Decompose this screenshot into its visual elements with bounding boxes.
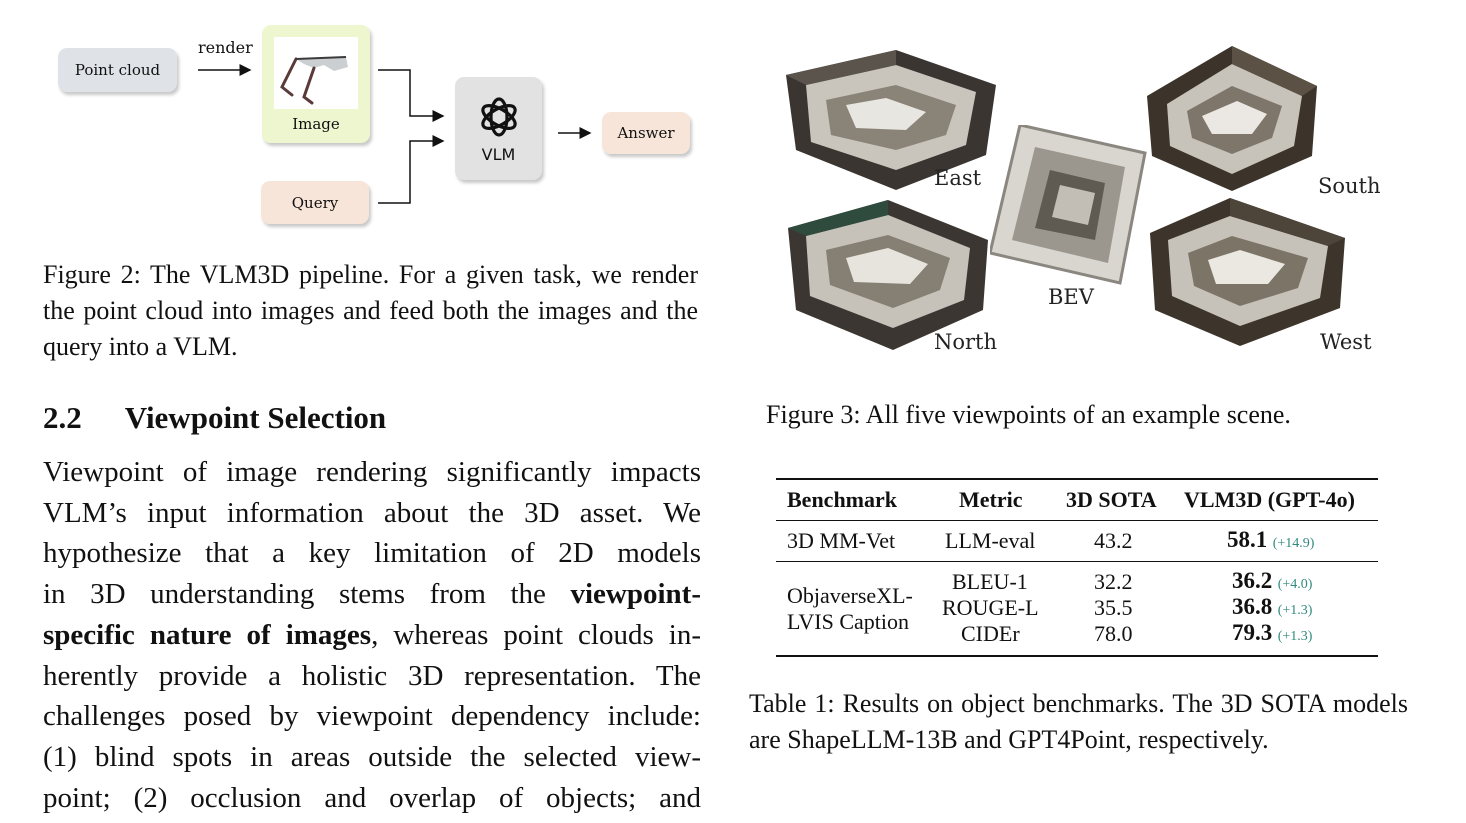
table-group-benchmark: ObjaverseXL- [787,583,913,608]
figure-2-caption: Figure 2: The VLM3D pipeline. For a give… [43,260,698,361]
body-line: Viewpoint of image rendering significant… [43,456,701,488]
table-mid-rule [776,561,1378,562]
vlm-score: 36.8 [1232,594,1273,619]
label-west: West [1320,330,1372,354]
vlm-delta: (+1.3) [1277,603,1313,618]
emphasis-text: specific nature of images [43,618,372,651]
openai-logo-icon [480,97,517,137]
label-north: North [934,330,998,354]
header-metric: Metric [959,487,1023,512]
table-row-vlm: 58.1 (+14.9) [1227,527,1314,553]
table-row-sota: 43.2 [1094,528,1133,553]
scene-west-image [1150,198,1345,346]
header-vlm3d: VLM3D (GPT-4o) [1184,487,1355,512]
scene-north-image [788,200,988,350]
image-label: Image [292,115,340,133]
table-group-benchmark: LVIS Caption [787,609,910,634]
answer-box: Answer [602,112,690,154]
body-line-text: in 3D understanding stems from the [43,578,571,611]
query-box: Query [261,181,369,224]
figure-3-caption: Figure 3: All five viewpoints of an exam… [766,400,1291,429]
body-line-text: , whereas point clouds in- [371,618,702,651]
query-label: Query [291,193,339,212]
section-title: Viewpoint Selection [124,400,387,435]
body-line: specific nature of images, whereas point… [43,615,701,656]
table-1-caption: Table 1: Results on object benchmarks. T… [749,689,1408,754]
query-to-vlm-arrow [378,135,445,204]
scene-bev-image [990,125,1147,285]
vlm-delta: (+1.3) [1277,629,1313,644]
point-cloud-label: Point cloud [74,61,161,79]
section-heading: 2.2 Viewpoint Selection [43,400,386,436]
table-group-sota: 35.5 [1094,595,1133,620]
table-bottom-rule [776,655,1378,657]
answer-label: Answer [617,124,675,142]
point-cloud-box: Point cloud [58,48,177,92]
table-top-rule [776,478,1378,480]
table-group-sota: 78.0 [1094,621,1133,646]
glasses-icon [280,56,348,105]
table-group-vlm: 36.2 (+4.0) [1232,568,1312,594]
table-row-benchmark: 3D MM-Vet [787,528,896,553]
table-group-vlm: 36.8 (+1.3) [1232,594,1312,620]
body-line: hypothesize that a key limitation of 2D … [43,537,701,570]
vlm-score: 79.3 [1232,620,1273,645]
render-label: render [198,38,253,57]
label-bev: BEV [1048,285,1094,309]
table-group-metric: ROUGE-L [942,595,1039,620]
vlm-score: 58.1 [1227,527,1268,552]
header-benchmark: Benchmark [787,487,897,512]
section-number: 2.2 [43,400,82,435]
body-line: challenges posed by viewpoint dependency… [43,700,701,733]
table-row-metric: LLM-eval [945,528,1036,553]
header-3d-sota: 3D SOTA [1066,487,1157,512]
image-to-vlm-arrow [378,69,445,122]
table-header-rule [776,520,1378,521]
vlm-score: 36.2 [1232,568,1273,593]
body-line: herently provide a holistic 3D represent… [43,659,701,692]
pipeline-arrows [198,64,592,204]
table-group-vlm: 79.3 (+1.3) [1232,620,1312,646]
glasses-image [274,37,358,109]
body-line: point; (2) occlusion and overlap of obje… [43,781,701,814]
label-east: East [934,166,982,190]
label-south: South [1318,174,1381,198]
scene-south-image [1147,46,1317,191]
vlm-delta: (+4.0) [1277,577,1313,592]
table-group-metric: BLEU-1 [952,569,1028,594]
table-group-metric: CIDEr [961,621,1020,646]
scene-east-image [786,50,996,190]
body-line: in 3D understanding stems from the viewp… [43,574,701,615]
image-box: Image [262,25,370,143]
vlm-box: VLM [455,77,542,180]
vlm-label: VLM [481,145,516,164]
body-line: (1) blind spots in areas outside the sel… [43,740,701,773]
body-line: VLM’s input information about the 3D ass… [43,496,701,529]
section-body: Viewpoint of image rendering significant… [43,452,701,818]
vlm-delta: (+14.9) [1272,536,1315,551]
emphasis-text: viewpoint- [570,578,702,611]
table-group-sota: 32.2 [1094,569,1133,594]
